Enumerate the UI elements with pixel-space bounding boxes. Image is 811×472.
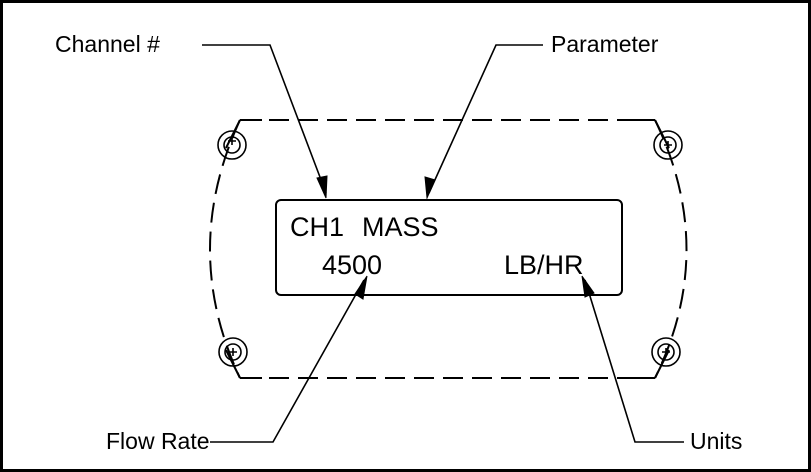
arrow-flow-rate: [354, 275, 368, 300]
leader-lines: [202, 44, 684, 443]
dashed-bezel: [209, 119, 688, 379]
lcd-flow-value: 4500: [322, 250, 382, 280]
leader-flow-rate: [210, 279, 365, 443]
label-parameter: Parameter: [551, 31, 659, 57]
lcd-channel: CH1: [290, 212, 344, 242]
arrow-channel: [316, 175, 328, 199]
screw-bottom-right: [651, 337, 681, 367]
lcd-units: LB/HR: [504, 250, 584, 280]
screw-top-left: [217, 130, 247, 160]
arrowheads: [316, 175, 595, 300]
leader-channel: [202, 44, 327, 194]
lcd-parameter: MASS: [362, 212, 439, 242]
label-units: Units: [690, 428, 742, 454]
leader-parameter: [428, 44, 543, 194]
screw-top-right: [653, 130, 683, 160]
lcd-window: [275, 199, 623, 296]
screw-bottom-left: [218, 337, 248, 367]
leader-units: [584, 279, 684, 443]
arrow-units: [581, 275, 595, 298]
arrow-parameter: [424, 176, 436, 200]
label-channel: Channel #: [55, 31, 160, 57]
label-flow-rate: Flow Rate: [106, 428, 210, 454]
